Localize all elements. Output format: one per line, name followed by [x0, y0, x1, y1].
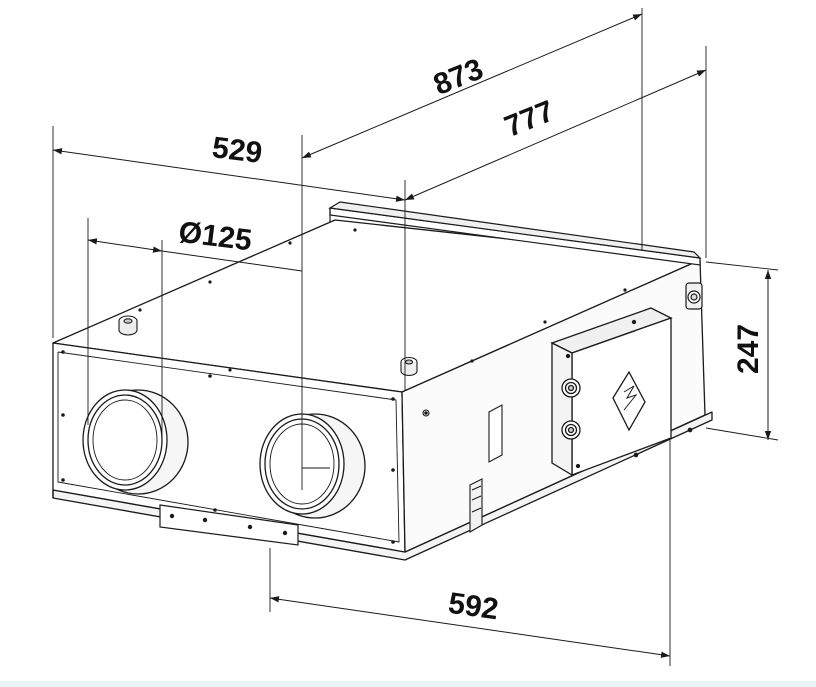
dim-777-line — [404, 69, 707, 201]
mounting-rail — [328, 201, 702, 266]
cable-gland-top — [561, 378, 581, 398]
dim-125-label: Ø125 — [177, 216, 254, 258]
side-details — [422, 404, 693, 533]
dim-247-label: 247 — [732, 324, 765, 374]
dim-529-line — [52, 148, 406, 202]
electrical-box — [550, 307, 673, 477]
dimension-lines — [52, 13, 772, 658]
bottom-strip — [0, 681, 816, 687]
duct-right — [259, 413, 366, 519]
dim-529-label: 529 — [210, 131, 264, 170]
dim-592-line — [269, 596, 671, 658]
dim-777-label: 777 — [500, 95, 559, 144]
warning-sign-icon — [612, 370, 646, 432]
dim-873-label: 873 — [429, 53, 488, 102]
screws-front — [61, 350, 395, 544]
screws-top — [138, 228, 627, 372]
dim-125-line — [87, 238, 163, 253]
dim-592-label: 592 — [446, 587, 500, 627]
end-connector — [685, 282, 703, 310]
duct-left — [82, 389, 189, 495]
extension-lines — [52, 8, 779, 666]
front-bracket — [159, 504, 299, 546]
latch — [469, 478, 483, 533]
side-slot — [488, 404, 503, 463]
cable-gland-bottom — [561, 420, 581, 440]
